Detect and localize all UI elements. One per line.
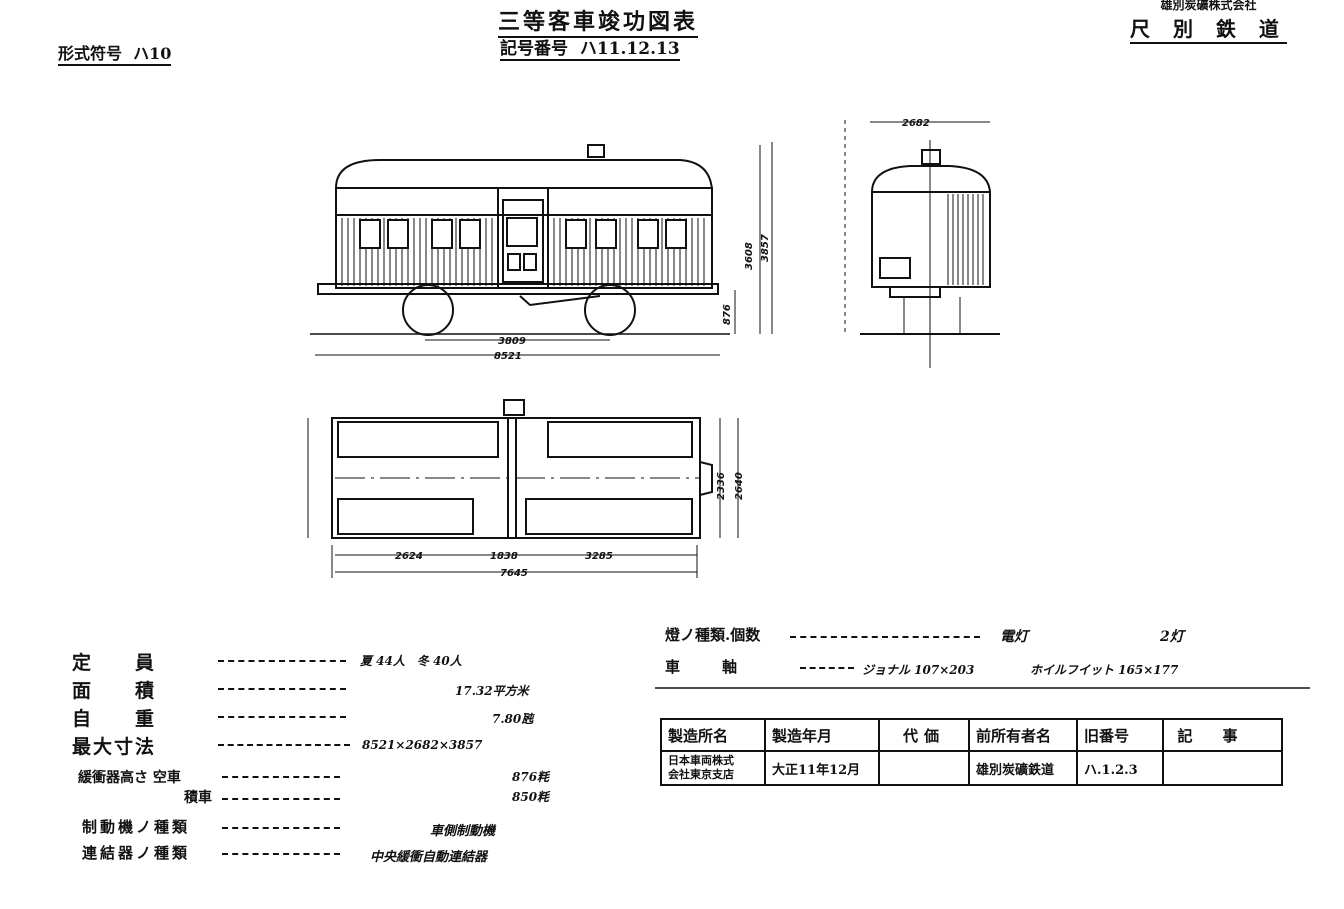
table-cell-remarks [1162,750,1283,786]
table-header: 記事 [1162,718,1283,752]
spec-value-capacity: 夏 44人 冬 40人 [360,654,462,668]
table-cell-maker: 日本車両株式会社東京支店 [660,750,766,786]
spec-label-max-dimensions: 最大寸法 [72,736,157,758]
page-title: 三等客車竣功図表 [498,4,699,38]
table-cell-previous-owner: 雄別炭礦鉄道 [968,750,1078,786]
maker-line2: 会社東京支店 [668,768,734,781]
leader-dashes [218,744,350,746]
dim-plan-width: 2640 [734,472,745,500]
leader-dashes [800,667,854,669]
dim-side-length: 8521 [494,351,522,362]
dim-plan-mid: 1838 [490,551,518,562]
dim-plan-right: 3285 [585,551,613,562]
table-cell-date: 大正11年12月 [764,750,880,786]
record-number-label: 記号番号 [500,39,568,59]
table-header: 製造年月 [764,718,880,752]
spec-label-area: 面 積 [72,680,157,702]
plan-view [307,399,739,578]
spec-label-coupler: 連結器ノ種類 [82,844,191,862]
table-header-row: 製造所名 製造年月 代価 前所有者名 旧番号 記事 [660,718,1283,752]
dim-end-width: 2682 [902,118,930,129]
spec-label-axle: 車 軸 [665,658,742,676]
table-row: 日本車両株式会社東京支店 大正11年12月 雄別炭礦鉄道 ハ.1.2.3 [660,750,1283,786]
spec-value-max-dimensions: 8521×2682×3857 [362,738,483,752]
leader-dashes [790,636,980,638]
spec-label-brake: 制動機ノ種類 [82,818,191,836]
company-line1: 雄別炭礦株式会社 [1160,0,1257,12]
dim-wheelbase: 3809 [498,336,526,347]
record-number: 記号番号 ハ11.12.13 [500,34,680,61]
spec-label-buffer-empty: 緩衝器高さ 空車 [78,770,181,786]
spec-value-area: 17.32平方米 [455,684,529,698]
table-header: 製造所名 [660,718,766,752]
leader-dashes [218,716,346,718]
type-code-value: ハ10 [133,44,172,63]
spec-value-wheel-fit: ホイルフイット 165×177 [1030,663,1179,677]
spec-value-brake: 車側制動機 [430,824,496,839]
company-line2: 尺 別 鉄 道 [1130,13,1287,44]
spec-value-lamps: 電灯 [1000,629,1028,645]
spec-label-weight: 自 重 [72,708,157,730]
table-cell-old-number: ハ.1.2.3 [1076,750,1164,786]
type-code-label: 形式符号 [58,44,123,63]
dim-plan-inner-width: 2336 [716,472,727,500]
leader-dashes [222,798,340,800]
leader-dashes [222,853,340,855]
table-header: 前所有者名 [968,718,1078,752]
company-stamp: 雄別炭礦株式会社 尺 別 鉄 道 [1130,0,1287,44]
spec-label-lamps: 燈ノ種類.個数 [665,626,761,644]
spec-value-buffer-loaded: 850粍 [512,790,550,804]
table-cell-price [878,750,970,786]
table-header: 代価 [878,718,970,752]
leader-dashes [222,827,340,829]
dim-height-body: 3608 [744,242,755,270]
leader-dashes [218,688,346,690]
spec-value-weight: 7.80瓲 [492,712,534,726]
leader-dashes [218,660,346,662]
dim-plan-total: 7645 [500,568,528,579]
dim-height-total: 3857 [760,234,771,262]
spec-label-buffer-loaded: 積車 [184,790,212,806]
type-code: 形式符号 ハ10 [58,40,172,66]
spec-label-capacity: 定 員 [72,652,157,674]
spec-value-lamps-count: 2灯 [1160,629,1184,645]
leader-dashes [222,776,340,778]
spec-value-buffer-empty: 876粍 [512,770,550,784]
side-view [310,142,773,356]
spec-value-coupler: 中央緩衝自動連結器 [370,850,488,865]
dim-plan-left: 2624 [395,551,423,562]
record-number-value: ハ11.12.13 [579,39,680,59]
spec-value-journal: ジョナル 107×203 [862,663,975,677]
table-header: 旧番号 [1076,718,1164,752]
end-view [844,120,1000,368]
dim-coupler-height: 876 [722,304,733,325]
history-table: 製造所名 製造年月 代価 前所有者名 旧番号 記事 日本車両株式会社東京支店 大… [660,718,1283,786]
maker-line1: 日本車両株式 [668,754,734,767]
